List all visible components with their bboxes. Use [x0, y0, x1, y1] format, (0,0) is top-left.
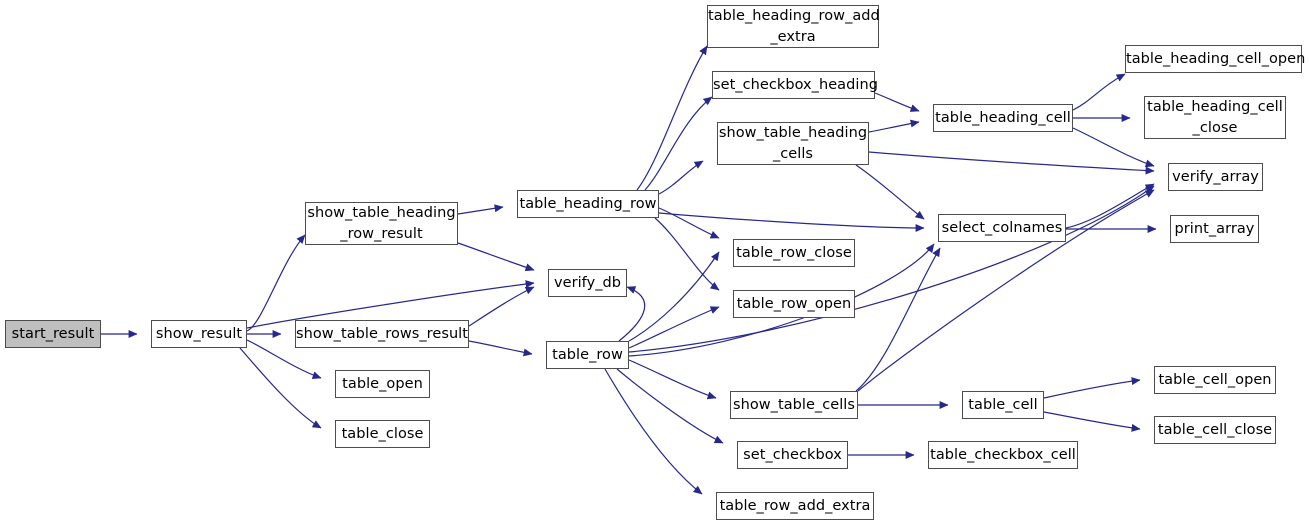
node-label-table_cell_open: table_cell_open — [1158, 371, 1272, 388]
node-label-set_checkbox: set_checkbox — [743, 446, 842, 463]
node-show_table_rows_result[interactable]: show_table_rows_result — [295, 320, 469, 348]
node-label-set_checkbox_heading: set_checkbox_heading — [713, 76, 878, 93]
node-label-show_table_heading_cells: show_table_heading _cells — [718, 124, 868, 162]
call-edge-table_heading_cell-to-table_heading_cell_open — [1072, 73, 1126, 111]
call-edge-show_table_rows_result-to-verify_db — [468, 286, 535, 327]
call-edge-table_heading_row-to-set_checkbox_heading — [644, 96, 713, 191]
node-table_row[interactable]: table_row — [546, 341, 629, 369]
call-edge-show_table_heading_row_result-to-table_heading_row — [457, 204, 504, 215]
node-label-table_row_open: table_row_open — [736, 295, 852, 312]
call-edge-show_table_cells-to-verify_array — [857, 189, 1155, 392]
node-label-table_heading_row: table_heading_row — [519, 195, 657, 212]
node-table_cell_open[interactable]: table_cell_open — [1154, 366, 1276, 394]
call-edge-show_table_heading_cells-to-verify_array — [868, 151, 1155, 175]
node-table_heading_row[interactable]: table_heading_row — [517, 190, 659, 218]
node-select_colnames[interactable]: select_colnames — [938, 214, 1066, 242]
call-edge-select_colnames-to-verify_array — [1065, 183, 1155, 229]
node-label-verify_array: verify_array — [1172, 168, 1259, 185]
call-edge-show_table_cells-to-select_colnames — [855, 247, 941, 392]
node-table_heading_cell[interactable]: table_heading_cell — [933, 104, 1073, 132]
node-label-show_table_cells: show_table_cells — [732, 396, 855, 413]
call-edge-table_heading_row-to-table_row_open — [654, 217, 720, 291]
node-table_cell[interactable]: table_cell — [962, 391, 1044, 419]
call-edge-table_heading_row-to-table_row_close — [658, 207, 720, 239]
node-label-table_row: table_row — [552, 346, 623, 363]
call-edge-table_row-to-set_checkbox — [616, 368, 724, 444]
call-edge-table_heading_cell-to-verify_array — [1072, 127, 1155, 168]
node-label-show_table_heading_row_result: show_table_heading _row_result — [307, 204, 456, 242]
node-verify_array[interactable]: verify_array — [1168, 163, 1263, 191]
call-edge-table_cell-to-table_cell_close — [1043, 411, 1141, 432]
node-label-table_checkbox_cell: table_checkbox_cell — [930, 446, 1076, 463]
call-edge-show_result-to-table_open — [246, 339, 322, 380]
node-label-show_table_rows_result: show_table_rows_result — [296, 325, 468, 342]
node-label-table_heading_cell: table_heading_cell — [935, 109, 1071, 126]
call-edge-table_heading_row-to-select_colnames — [658, 212, 925, 232]
call-edge-table_cell-to-table_cell_open — [1043, 377, 1141, 399]
node-show_result[interactable]: show_result — [151, 320, 247, 348]
node-table_open[interactable]: table_open — [335, 370, 430, 398]
call-edge-table_row-to-table_row_open — [628, 306, 720, 349]
node-show_table_cells[interactable]: show_table_cells — [730, 391, 858, 419]
node-set_checkbox[interactable]: set_checkbox — [737, 441, 848, 469]
node-start_result[interactable]: start_result — [5, 320, 101, 348]
node-verify_db[interactable]: verify_db — [548, 269, 627, 297]
node-label-table_cell_close: table_cell_close — [1157, 421, 1273, 438]
node-label-table_row_add_extra: table_row_add_extra — [719, 497, 871, 514]
call-edge-table_row-to-verify_array — [628, 185, 1155, 353]
call-edge-table_row-to-show_table_cells — [628, 359, 717, 400]
node-table_heading_cell_close[interactable]: table_heading_cell _close — [1144, 96, 1286, 139]
node-label-table_cell: table_cell — [968, 396, 1038, 413]
node-show_table_heading_row_result[interactable]: show_table_heading _row_result — [305, 202, 458, 245]
node-label-table_heading_cell_close: table_heading_cell _close — [1147, 98, 1283, 136]
node-table_row_close[interactable]: table_row_close — [733, 239, 855, 267]
node-label-table_row_close: table_row_close — [736, 244, 852, 261]
call-edge-show_result-to-verify_db — [246, 280, 535, 329]
call-edges — [101, 45, 1157, 495]
node-label-verify_db: verify_db — [553, 274, 622, 291]
call-edge-show_table_heading_cells-to-select_colnames — [855, 164, 925, 220]
call-edge-show_result-to-show_table_heading_row_result — [246, 234, 306, 332]
node-table_cell_close[interactable]: table_cell_close — [1154, 416, 1276, 444]
call-edge-table_row-to-table_row_close — [628, 251, 720, 342]
call-edge-show_table_rows_result-to-table_row — [468, 340, 533, 357]
node-label-select_colnames: select_colnames — [941, 219, 1063, 236]
node-label-show_result: show_result — [155, 325, 243, 342]
node-table_row_add_extra[interactable]: table_row_add_extra — [716, 492, 874, 520]
node-label-table_close: table_close — [341, 425, 424, 442]
node-label-table_open: table_open — [342, 375, 423, 392]
node-table_heading_row_add_extra[interactable]: table_heading_row_add _extra — [707, 5, 880, 48]
node-table_checkbox_cell[interactable]: table_checkbox_cell — [928, 441, 1078, 469]
node-table_row_open[interactable]: table_row_open — [733, 290, 855, 318]
node-label-table_heading_cell_open: table_heading_cell_open — [1126, 50, 1306, 67]
node-label-start_result: start_result — [11, 325, 95, 342]
node-show_table_heading_cells[interactable]: show_table_heading _cells — [717, 122, 869, 165]
call-edge-table_row-to-table_row_add_extra — [604, 368, 703, 495]
call-edge-show_result-to-table_close — [239, 347, 322, 429]
node-table_heading_cell_open[interactable]: table_heading_cell_open — [1125, 45, 1306, 73]
call-edge-table_row-to-verify_db — [618, 286, 646, 342]
call-edge-show_table_heading_row_result-to-verify_db — [457, 242, 535, 272]
node-set_checkbox_heading[interactable]: set_checkbox_heading — [712, 71, 878, 99]
node-table_close[interactable]: table_close — [335, 420, 430, 448]
call-edge-show_table_heading_cells-to-table_heading_cell — [868, 119, 920, 133]
node-print_array[interactable]: print_array — [1170, 215, 1259, 243]
call-edge-table_heading_row-to-show_table_heading_cells — [658, 160, 704, 195]
call-edge-set_checkbox_heading-to-table_heading_cell — [874, 92, 920, 112]
call-edge-table_heading_row-to-table_heading_row_add_extra — [636, 45, 708, 191]
node-label-print_array: print_array — [1174, 220, 1255, 237]
node-label-table_heading_row_add_extra: table_heading_row_add _extra — [708, 7, 880, 45]
